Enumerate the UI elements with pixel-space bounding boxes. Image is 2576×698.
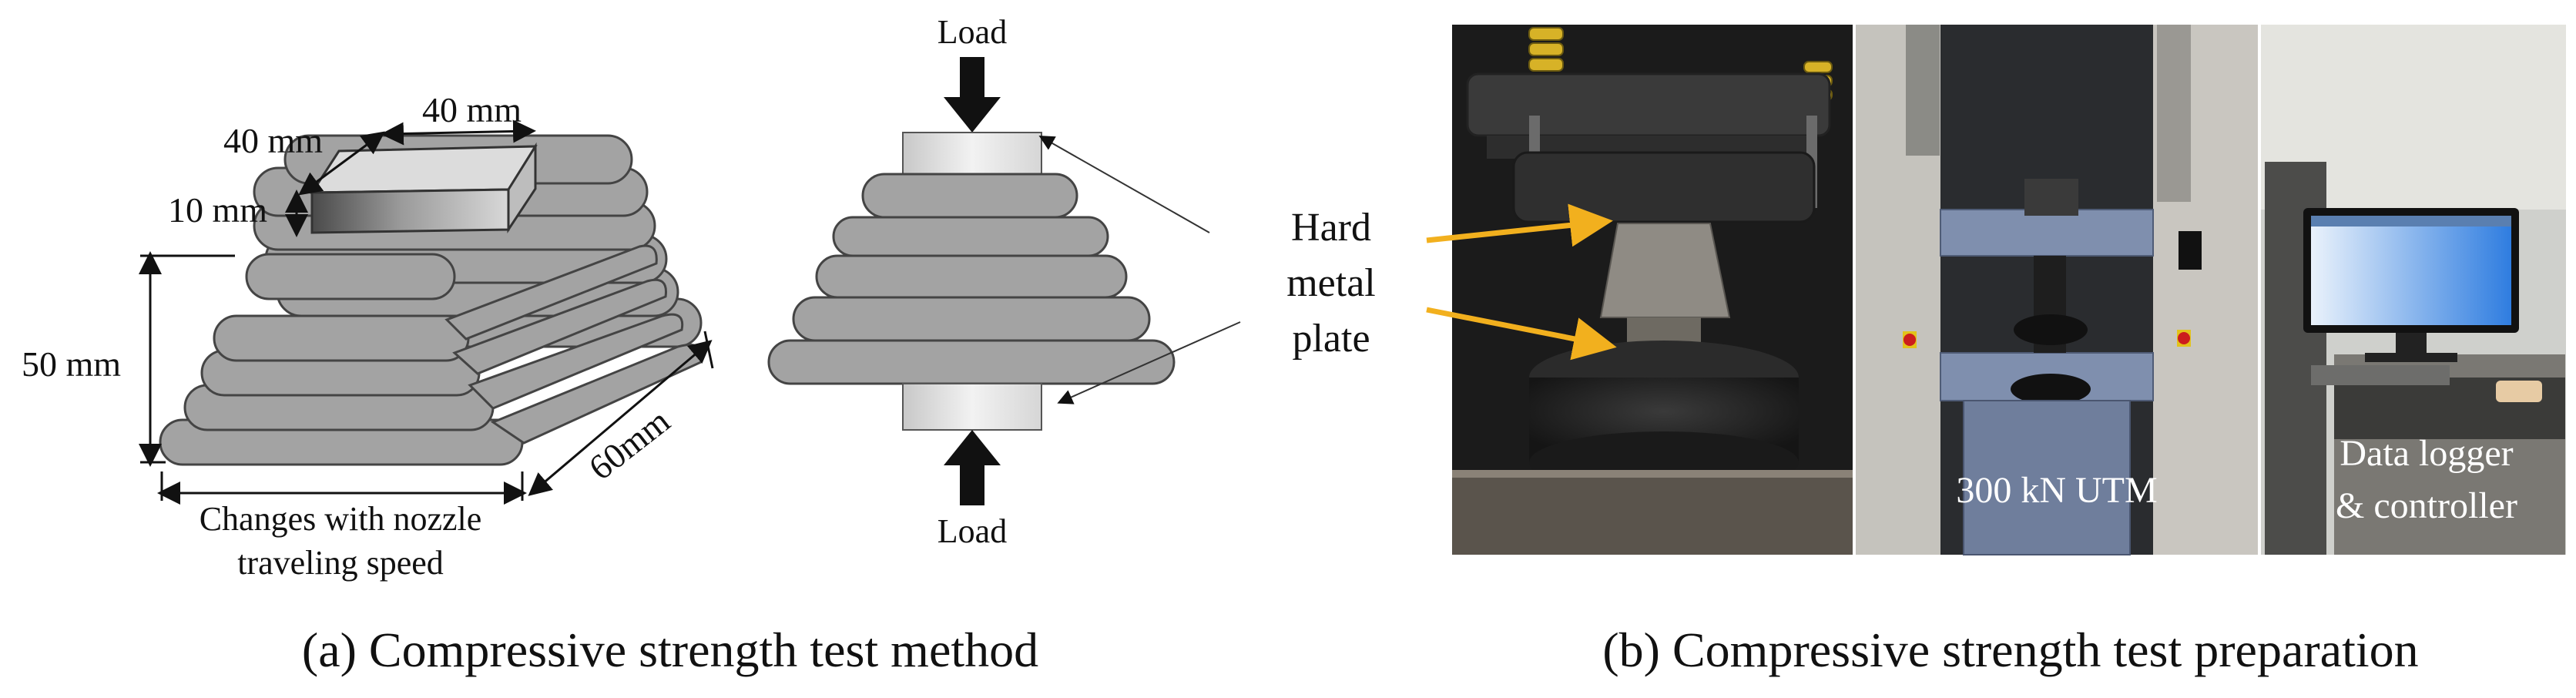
load-arrow-down xyxy=(944,57,1001,133)
top-steel-plate xyxy=(310,145,538,194)
specimen-cross-section: Load Load xyxy=(767,13,1241,550)
utm-label: 300 kN UTM xyxy=(1956,470,2157,511)
dim-label-40-right: 40 mm xyxy=(422,90,522,129)
pointer-line-top xyxy=(1038,136,1210,233)
plate-label-line3: plate xyxy=(1292,317,1370,361)
load-label-top: Load xyxy=(937,13,1007,51)
nozzle-note-line2: traveling speed xyxy=(237,544,444,582)
load-label-bottom: Load xyxy=(937,512,1007,550)
loading-plate-top xyxy=(902,132,1042,180)
caption-panel-a: (a) Compressive strength test method xyxy=(302,622,1038,677)
loading-plate-bottom xyxy=(902,383,1042,431)
dim-label-40-left: 40 mm xyxy=(223,121,323,160)
logger-label-line1: Data logger xyxy=(2340,433,2513,474)
nozzle-note-line1: Changes with nozzle xyxy=(200,500,482,538)
photo-specimen-in-machine xyxy=(1452,25,1853,555)
top-steel-plate-side xyxy=(507,142,537,233)
dim-label-60: 60mm xyxy=(582,401,677,488)
dimension-lines xyxy=(139,119,714,505)
load-arrow-up xyxy=(944,430,1001,505)
callout-arrow-upper xyxy=(1426,203,1613,247)
top-steel-plate-face xyxy=(310,188,510,234)
pointer-line-bottom xyxy=(1057,321,1241,404)
dim-label-50: 50 mm xyxy=(22,344,121,384)
specimen-isometric xyxy=(159,134,703,466)
layer-stack-front xyxy=(159,253,524,466)
photo-utm xyxy=(1856,25,2258,555)
dim-label-10: 10 mm xyxy=(168,190,267,230)
logger-label-line2: & controller xyxy=(2336,485,2517,526)
caption-panel-b: (b) Compressive strength test preparatio… xyxy=(1602,622,2418,677)
photo-data-logger xyxy=(2261,25,2566,555)
cross-section-layers xyxy=(767,173,1176,385)
plate-label-line2: metal xyxy=(1286,261,1376,305)
callout-arrow-lower xyxy=(1426,307,1617,361)
plate-label-line1: Hard xyxy=(1291,206,1371,250)
